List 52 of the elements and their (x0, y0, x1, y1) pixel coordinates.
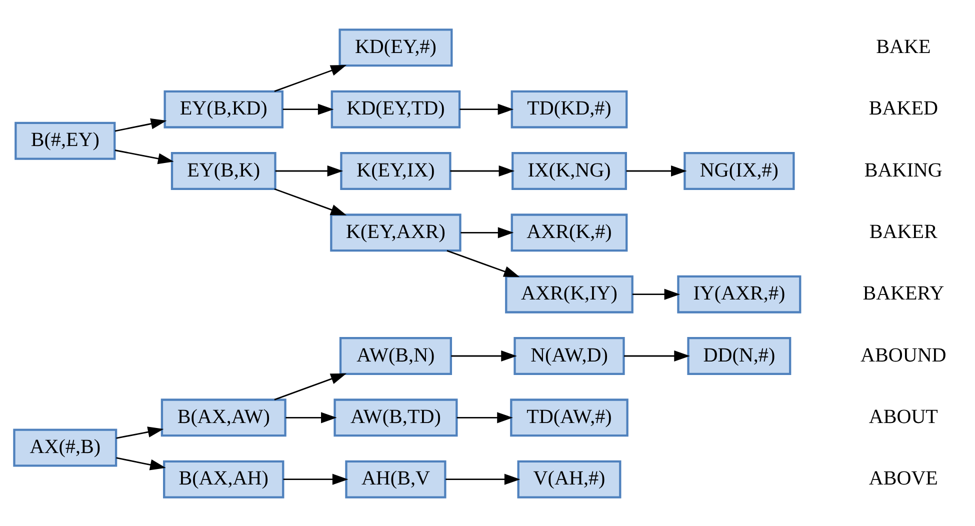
node-box: NG(IX,#) (684, 152, 795, 190)
arrow (446, 473, 520, 484)
arrow (116, 426, 164, 438)
arrow (460, 103, 514, 114)
arrow (460, 226, 514, 238)
arrow (274, 372, 347, 400)
arrow (446, 249, 520, 276)
label: ABOUT (868, 405, 938, 428)
arrow (282, 103, 334, 114)
arrow (450, 164, 515, 176)
node-box: K(EY,AXR) (330, 213, 462, 252)
label: BAKE (876, 35, 931, 58)
arrow (283, 473, 348, 484)
node-box: TD(AW,#) (510, 398, 628, 436)
node-box: TD(KD,#) (510, 90, 628, 128)
node-box: IX(K,NG) (512, 152, 627, 190)
node-box: N(AW,D) (514, 336, 625, 374)
arrow (451, 350, 517, 362)
node-box: B(AX,AH) (163, 460, 284, 498)
arrow (114, 118, 167, 132)
node-box: B(AX,AW) (160, 398, 286, 436)
arrow (456, 412, 513, 423)
node-box: AW(B,N) (339, 336, 452, 374)
arrow (274, 188, 347, 215)
node-box: IY(AXR,#) (677, 274, 802, 313)
arrow (286, 412, 337, 423)
arrow (116, 456, 166, 470)
arrow (275, 164, 344, 176)
arrow (632, 288, 680, 300)
node-box: B(#,EY) (14, 121, 116, 160)
arrow (274, 64, 347, 92)
node-box: AX(#,B) (13, 428, 118, 466)
label: ABOUND (860, 344, 946, 366)
label: BAKERY (862, 282, 944, 304)
label: BAKER (869, 220, 938, 242)
node-box: K(EY,IX) (340, 152, 452, 190)
node-box: DD(N,#) (687, 336, 792, 374)
node-box: AH(B,V (345, 460, 446, 498)
label: BAKING (864, 158, 942, 181)
node-box: KD(EY,#) (338, 28, 453, 66)
label: BAKED (868, 97, 938, 120)
node-box: AW(B,TD) (334, 398, 458, 436)
node-box: KD(EY,TD) (330, 90, 461, 128)
arrow (114, 149, 174, 164)
node-box: AXR(K,#) (510, 213, 628, 252)
node-box: EY(B,K) (170, 152, 276, 190)
node-box: V(AH,#) (517, 460, 622, 498)
arrow (626, 164, 687, 176)
node-box: EY(B,KD) (164, 90, 284, 128)
node-box: AXR(K,IY) (505, 274, 634, 313)
label: ABOVE (868, 467, 938, 490)
arrow (624, 350, 690, 362)
